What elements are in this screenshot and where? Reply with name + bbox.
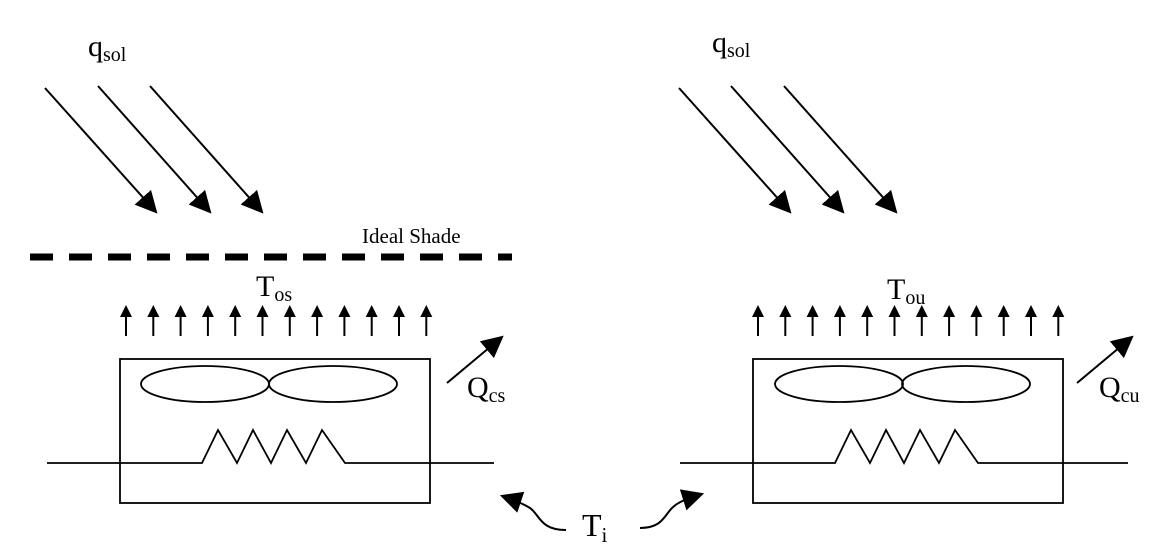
left-airflow-arrowhead	[256, 305, 269, 317]
right-airflow-arrowhead	[752, 305, 764, 317]
right-solar-rays	[678, 85, 898, 214]
right-outdoor-temp-label: Tou	[887, 273, 925, 309]
right-airflow-arrowhead	[915, 305, 928, 317]
left-solar-label: qsol	[88, 30, 127, 66]
left-heat-rejection-label: Qcs	[467, 371, 506, 407]
right-refrigerant-coil	[680, 428, 1128, 465]
left-heat-rejection-arrow	[446, 335, 504, 384]
left-airflow-arrowhead	[365, 305, 378, 317]
left-airflow-arrowhead	[393, 305, 405, 317]
right-solar-ray	[783, 85, 898, 214]
left-solar-ray	[97, 85, 212, 214]
left-fan-blade	[140, 365, 270, 403]
right-airflow-arrowhead	[806, 305, 819, 317]
right-airflow-arrowhead	[1025, 305, 1037, 317]
right-airflow-arrowhead	[779, 305, 792, 317]
right-airflow-arrowhead	[888, 305, 901, 317]
left-airflow-arrowhead	[229, 305, 242, 317]
left-airflow-arrowhead	[147, 305, 160, 317]
right-airflow-arrowhead	[997, 305, 1010, 317]
right-heat-rejection-arrow	[1076, 335, 1134, 384]
right-solar-ray	[730, 85, 845, 214]
left-solar-ray	[44, 87, 158, 214]
left-panel: qsol Ideal Shade Tos Qcs	[30, 30, 512, 504]
right-solar-ray	[678, 87, 792, 214]
left-solar-rays	[44, 85, 264, 214]
left-airflow-arrowhead	[283, 305, 296, 317]
right-airflow-arrowhead	[833, 305, 846, 317]
left-condenser-unit	[119, 358, 431, 504]
left-refrigerant-coil	[47, 428, 494, 465]
left-airflow-arrows	[120, 305, 433, 336]
right-condenser-unit	[752, 358, 1064, 504]
right-airflow-arrowhead	[943, 305, 956, 317]
right-solar-label: qsol	[712, 26, 751, 62]
indoor-temp-group: Ti	[499, 489, 705, 547]
right-fan-blade	[774, 365, 904, 403]
right-airflow-arrowhead	[1052, 305, 1065, 317]
left-airflow-arrowhead	[311, 305, 324, 317]
right-panel: qsol Tou Qcu	[678, 26, 1140, 504]
left-airflow-arrowhead	[120, 305, 132, 317]
left-airflow-arrowhead	[338, 305, 351, 317]
indoor-pointer-left	[499, 491, 567, 531]
left-airflow-arrowhead	[174, 305, 187, 317]
right-airflow-arrowhead	[861, 305, 874, 317]
indoor-pointer-right	[639, 489, 705, 529]
right-fan-blade	[901, 365, 1031, 403]
shade-label: Ideal Shade	[362, 224, 461, 248]
right-heat-rejection-label: Qcu	[1099, 371, 1140, 407]
left-outdoor-temp-label: Tos	[256, 270, 292, 306]
left-fan-blade	[268, 365, 398, 403]
left-airflow-arrowhead	[201, 305, 214, 317]
right-airflow-arrowhead	[970, 305, 983, 317]
left-solar-ray	[149, 85, 264, 214]
right-airflow-arrows	[752, 305, 1065, 336]
left-airflow-arrowhead	[420, 305, 433, 317]
indoor-temp-label: Ti	[582, 507, 608, 547]
